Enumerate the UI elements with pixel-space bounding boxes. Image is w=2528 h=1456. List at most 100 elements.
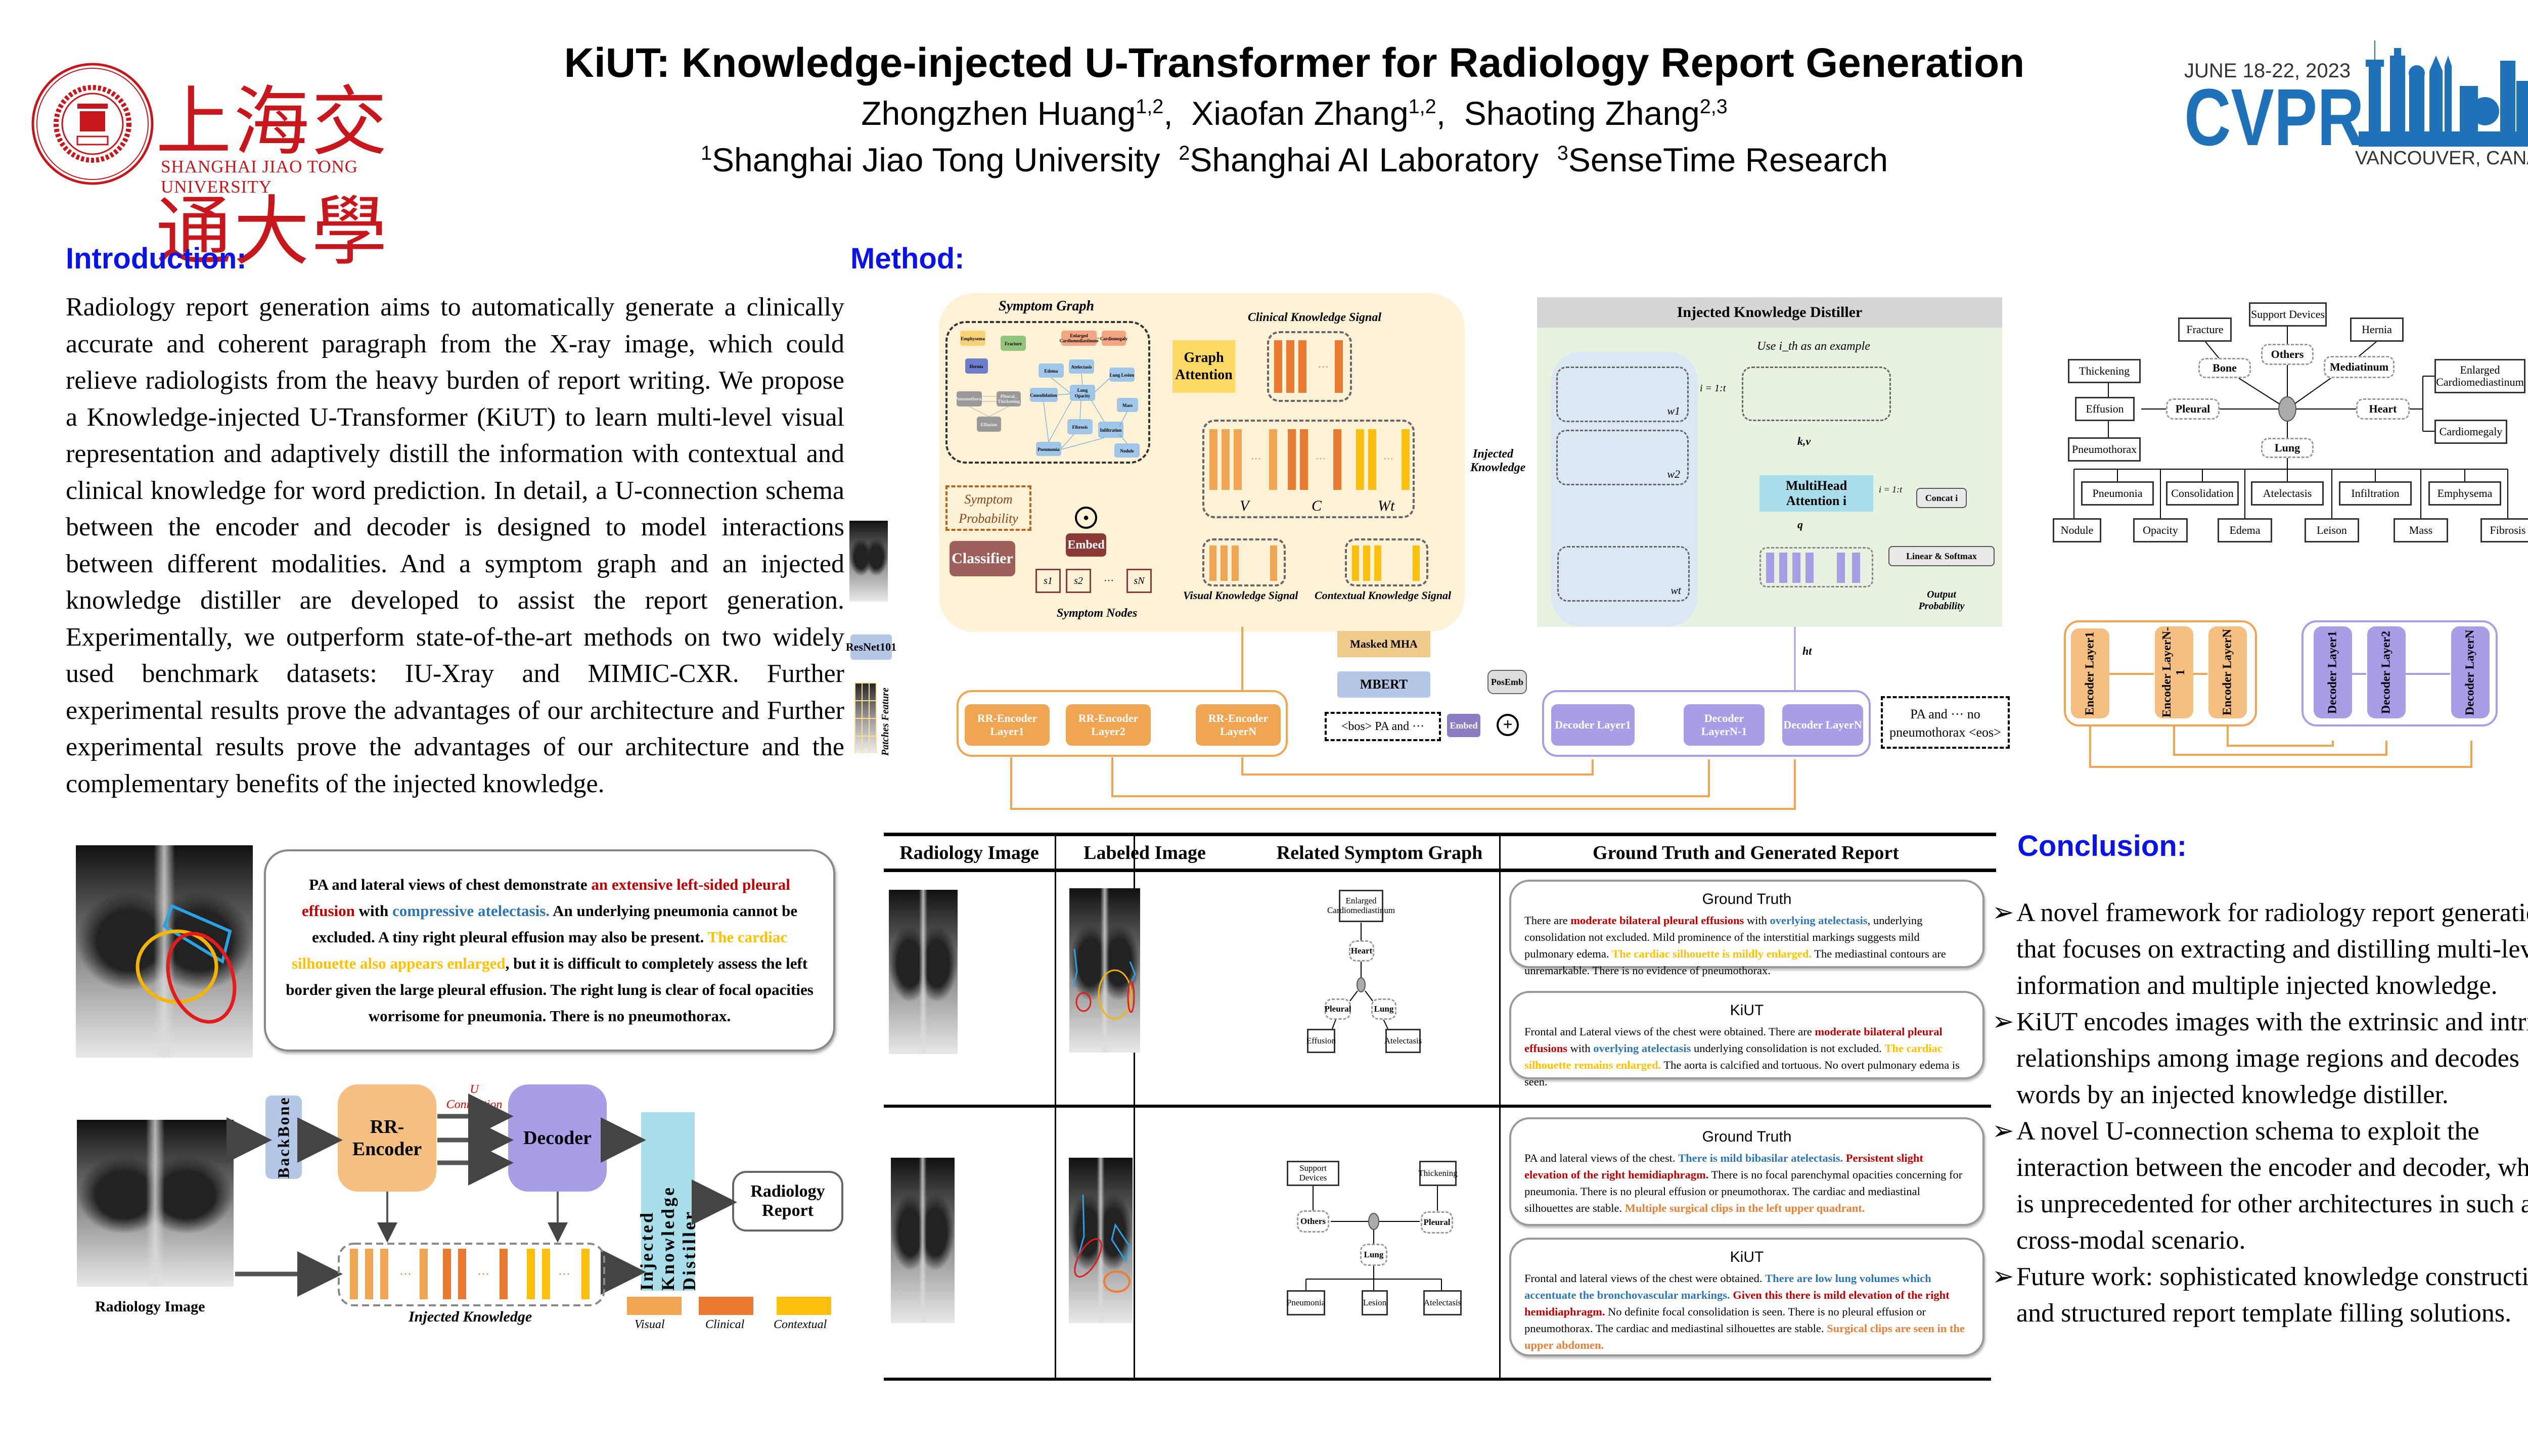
node-consolidation: Consolidation — [2166, 481, 2239, 506]
graph-attention-block: Graph Attention — [1172, 340, 1235, 393]
svg-text:Lung Lesion: Lung Lesion — [1110, 373, 1134, 378]
svg-text:Lung: Lung — [1077, 388, 1088, 393]
ith-example-row — [1742, 367, 1891, 421]
example-report-text: PA and lateral views of chest demonstrat… — [281, 872, 818, 1029]
node-mass: Mass — [2394, 518, 2448, 542]
rr-encoder-block: RR-Encoder — [338, 1084, 436, 1192]
conclusion-item: ➢KiUT encodes images with the extrinsic … — [1992, 1004, 2528, 1113]
symptom-node-s1: s1 — [1035, 569, 1061, 593]
svg-text:Fibrosis: Fibrosis — [1072, 425, 1088, 430]
svg-text:Consolidation: Consolidation — [1030, 393, 1057, 398]
add-icon: + — [1497, 714, 1519, 736]
overview-diagram: Radiology Image BackBone RR-Encoder U Co… — [71, 1072, 849, 1375]
highlighted-finding: Multiple surgical clips in the left uppe… — [1624, 1202, 1865, 1214]
row2-generated-title: KiUT — [1730, 1249, 1764, 1265]
highlighted-finding: Given this there is mild elevation of th… — [1524, 1289, 1950, 1318]
node-pneumothorax: Pneumothorax — [2068, 437, 2141, 462]
clinical-signal-label: Clinical Knowledge Signal — [1248, 311, 1382, 324]
output-probability-label: Output Probability — [1918, 589, 1965, 612]
arrow-bullet-icon: ➢ — [1992, 1008, 2014, 1036]
node-cardiomegaly: Cardiomegaly — [2434, 420, 2507, 444]
row2-labeled-image — [1069, 1158, 1133, 1323]
poster-title: KiUT: Knowledge-injected U-Transformer f… — [564, 40, 2025, 86]
legend-contextual-swatch — [777, 1297, 831, 1315]
knowledge-fusion-bars: ········· V C Wt — [1202, 420, 1415, 518]
output-tokens: PA and ··· no pneumothorax <eos> — [1881, 696, 2010, 749]
graph1-atelectasis: Atelectasis — [1384, 1029, 1422, 1053]
symptom-node-sn: sN — [1126, 569, 1152, 593]
sjtu-english-name: SHANGHAI JIAO TONG UNIVERSITY — [161, 157, 358, 197]
example-xray-image — [76, 845, 253, 1058]
group-label-v: V — [1240, 497, 1249, 514]
row1-generated-text: Frontal and Lateral views of the chest w… — [1524, 1023, 1969, 1090]
node-nodule: Nodule — [2053, 518, 2101, 542]
report-text-segment: The mediastinal contours are unremarkabl… — [1524, 947, 1946, 977]
graph2-support-devices: Support Devices — [1287, 1161, 1339, 1186]
report-text-segment: underlying consolidation is not excluded… — [1691, 1042, 1885, 1055]
svg-text:···: ··· — [399, 1268, 412, 1281]
legend-visual-swatch — [627, 1297, 682, 1315]
visual-signal-label: Visual Knowledge Signal — [1183, 589, 1298, 602]
embed-block: Embed — [1066, 533, 1106, 557]
svg-text:Opacity: Opacity — [1075, 393, 1091, 398]
node-opacity: Opacity — [2133, 518, 2188, 542]
row2-generated-text: Frontal and lateral views of the chest w… — [1524, 1270, 1969, 1353]
highlighted-finding: an extensive left-sided pleural effusion — [301, 876, 790, 920]
legend-clinical-swatch — [699, 1297, 753, 1315]
distiller-row-1: w1 — [1556, 367, 1689, 422]
node-fracture: Fracture — [2178, 317, 2232, 342]
group-label-c: C — [1312, 497, 1322, 514]
example-report-card: PA and lateral views of chest demonstrat… — [264, 849, 835, 1052]
distiller-inputs — [1551, 351, 1698, 627]
svg-text:Thickening: Thickening — [998, 399, 1020, 404]
svg-text:Pneumothorax: Pneumothorax — [955, 396, 984, 401]
method-title: Method: — [850, 242, 965, 275]
conclusion-list: ➢A novel framework for radiology report … — [1992, 895, 2528, 1332]
table-header-symptom-graph: Related Symptom Graph — [1276, 842, 1483, 863]
cvpr-location: VANCOUVER, CANADA — [2355, 148, 2528, 169]
kv-label: k,v — [1797, 435, 1811, 447]
linear-softmax-block: Linear & Softmax — [1888, 546, 1995, 566]
highlighted-finding: compressive atelectasis. — [392, 902, 550, 920]
decoder-layer-1: Decoder Layer1 — [1551, 704, 1635, 746]
graph2-pleural: Pleural — [1421, 1211, 1453, 1234]
row1-generated-title: KiUT — [1730, 1002, 1764, 1019]
graph2-lesion: Lesion — [1362, 1290, 1388, 1315]
highlighted-finding: moderate bilateral pleural effusions — [1570, 914, 1744, 927]
contextual-signal-label: Contextual Knowledge Signal — [1315, 589, 1452, 602]
svg-text:Pneumonia: Pneumonia — [1037, 447, 1060, 452]
group-others: Others — [2261, 344, 2314, 365]
report-text-segment: with — [354, 902, 392, 920]
decoder-layer-n-1: Decoder LayerN-1 — [1684, 704, 1765, 746]
affiliation: Shanghai AI Laboratory — [1190, 141, 1539, 178]
node-pneumonia: Pneumonia — [2081, 481, 2154, 506]
highlighted-finding: The cardiac silhouette also appears enla… — [291, 928, 788, 972]
sjtu-logo: 上海交通大學 SHANGHAI JIAO TONG UNIVERSITY — [29, 63, 444, 276]
report-text-segment: No definite focal consolidation is seen.… — [1524, 1305, 1926, 1335]
row2-ground-truth-title: Ground Truth — [1702, 1128, 1792, 1145]
symptom-probability-block: Symptom Probability — [945, 485, 1031, 531]
graph2-others: Others — [1297, 1210, 1329, 1233]
cvpr-logo: JUNE 18-22, 2023 CVPR VANCOUVER, CANADA — [2184, 30, 2528, 172]
table-bottom-rule — [884, 1378, 1991, 1381]
highlighted-finding: moderate bilateral pleural effusions — [1524, 1025, 1943, 1055]
row1-generated-card: KiUT Frontal and Lateral views of the ch… — [1509, 991, 1984, 1088]
overview-arrows — [227, 1094, 737, 1306]
row2-generated-card: KiUT Frontal and lateral views of the ch… — [1509, 1238, 1984, 1356]
row2-ground-truth-text: PA and lateral views of the chest. There… — [1524, 1150, 1969, 1216]
report-text-segment: PA and lateral views of the chest. — [1524, 1152, 1679, 1164]
query-bars — [1759, 547, 1873, 587]
node-enlarged-cardiomediastinum: Enlarged Cardiomediastinum — [2434, 359, 2525, 393]
group-heart: Heart — [2356, 398, 2410, 420]
arrow-bullet-icon: ➢ — [1992, 1117, 2014, 1146]
node-edema: Edema — [2218, 518, 2272, 542]
loop-label-2: i = 1:t — [1879, 484, 1903, 494]
decoder-layer-n: Decoder LayerN — [1782, 704, 1863, 746]
introduction-body: Radiology report generation aims to auto… — [66, 293, 844, 798]
svg-text:Cardiomegaly: Cardiomegaly — [1100, 336, 1128, 341]
author-list: Zhongzhen Huang1,2, Xiaofan Zhang1,2, Sh… — [861, 95, 1728, 132]
table-header-radiology-image: Radiology Image — [899, 842, 1039, 863]
svg-text:Nodule: Nodule — [1120, 448, 1134, 453]
group-pleural: Pleural — [2166, 398, 2220, 420]
overview-xray-image — [77, 1120, 234, 1287]
